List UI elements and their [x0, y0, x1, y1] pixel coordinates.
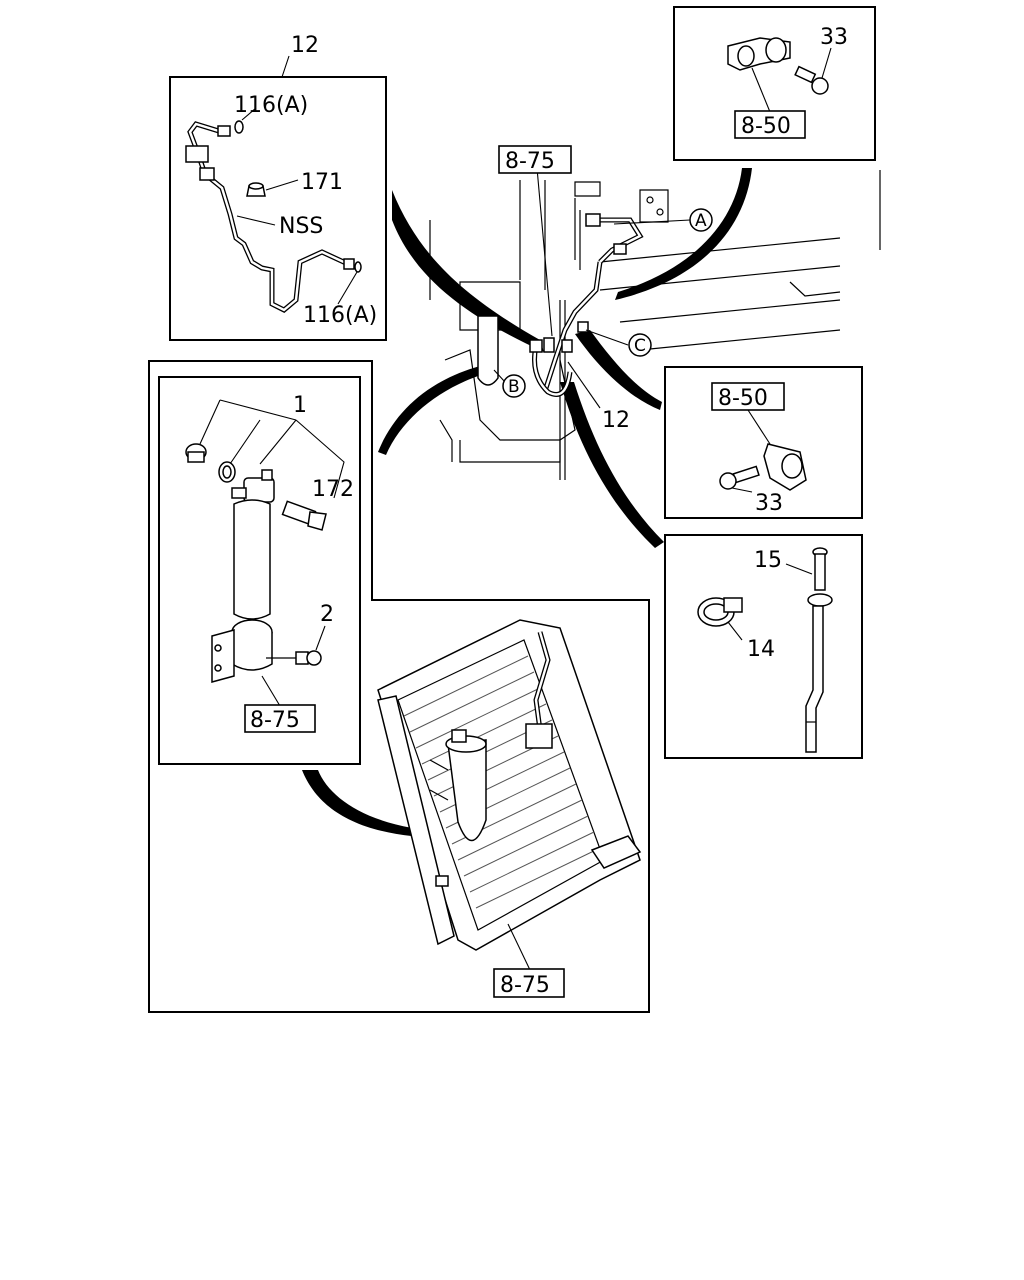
- tube-12-center-leader: [567, 361, 601, 409]
- circle-a-leader: [613, 219, 691, 225]
- clamp-14-label: 14: [747, 637, 775, 662]
- condenser-ref-label: 8-75: [500, 973, 550, 998]
- pipe-15: [805, 547, 833, 753]
- circle-b: [502, 374, 526, 398]
- cap-nut: [185, 443, 207, 463]
- bolt-33-right-label: 33: [755, 491, 783, 516]
- clip-top: [727, 37, 791, 71]
- nss-leader: [236, 215, 276, 226]
- tube-12-center-label: 12: [602, 408, 630, 433]
- receiver-drier-mounted: [429, 729, 487, 842]
- oring-116a-top: [234, 107, 257, 134]
- oring-drier: [218, 461, 236, 483]
- bracket-ref-leader: [261, 675, 281, 707]
- bolt-33-top: [794, 47, 832, 95]
- pressure-switch-label: 172: [312, 477, 354, 502]
- pipe-15-label: 15: [754, 548, 782, 573]
- ref-center-label: 8-75: [505, 149, 555, 174]
- circle-c: [628, 333, 652, 357]
- receiver-drier: [211, 469, 275, 683]
- callout-arc-right-middle: [575, 330, 662, 410]
- condenser-ref-leader: [507, 923, 531, 971]
- callout-arc-top-left: [392, 190, 544, 352]
- receiver-drier-leaders: [199, 399, 345, 499]
- condenser-panel: [148, 360, 650, 1013]
- callout-arc-top-right: [615, 168, 752, 300]
- circle-a: [689, 208, 713, 232]
- ref-center-leader: [536, 167, 553, 337]
- cap-171: [246, 179, 299, 197]
- tube-assembly-drawing: [185, 121, 355, 313]
- oring-116a-bottom-label: 116(A): [303, 303, 377, 328]
- callout-arc-left-middle: [378, 366, 484, 455]
- clip-right: [763, 443, 807, 491]
- clip-ref-top-label: 8-50: [741, 114, 791, 139]
- callout-arc-right-lower: [560, 382, 664, 548]
- tube-assembly-label: 12: [291, 33, 319, 58]
- circle-a-label: A: [695, 211, 707, 231]
- pipe-15-leader: [785, 563, 813, 575]
- condenser: [377, 619, 642, 951]
- cap-171-label: 171: [301, 170, 343, 195]
- clip-top-leader: [751, 67, 771, 113]
- pressure-switch-172: [281, 500, 327, 531]
- bolt-2-label: 2: [320, 602, 334, 627]
- clamp-14: [697, 597, 743, 641]
- clip-ref-right-label: 8-50: [718, 386, 768, 411]
- clip-right-leader: [747, 409, 771, 445]
- nss-label: NSS: [279, 214, 323, 239]
- circle-b-label: B: [508, 377, 520, 397]
- clip-panel-right: 8-50 33: [664, 366, 863, 519]
- engine-bay-view: [429, 170, 881, 480]
- bolt-33-right: [719, 465, 760, 493]
- bolt-33-top-label: 33: [820, 25, 848, 50]
- oring-116a-top-label: 116(A): [234, 93, 308, 118]
- circle-b-leader: [493, 369, 506, 383]
- circle-c-leader: [585, 329, 629, 346]
- tube-assembly-panel: 12 116(A) 171 NSS 116(A): [169, 33, 387, 341]
- oring-116a-bottom: [337, 261, 362, 305]
- bracket-ref-label: 8-75: [250, 708, 300, 733]
- pipe-clamp-panel: 15 14: [664, 534, 863, 759]
- circle-c-label: C: [634, 336, 646, 356]
- receiver-drier-label: 1: [293, 393, 307, 418]
- bolt-2: [266, 625, 326, 666]
- clip-panel-top: 33 8-50: [673, 6, 876, 161]
- receiver-drier-panel: 1 172: [158, 376, 361, 765]
